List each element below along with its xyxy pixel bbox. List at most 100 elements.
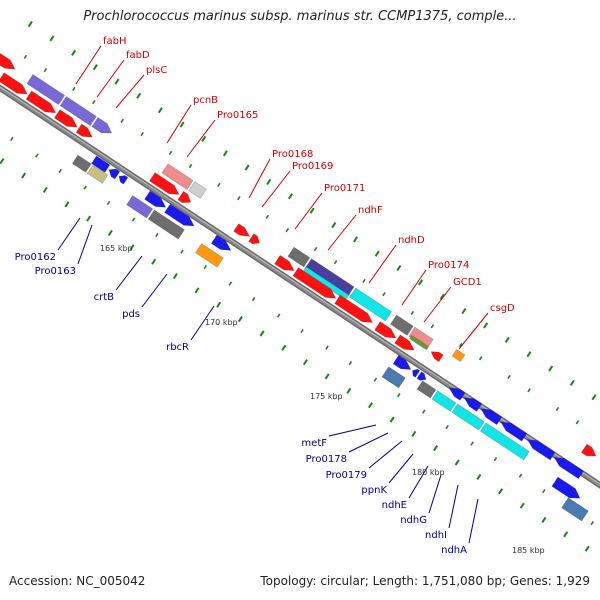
gene-label-ndhf[interactable]: ndhF	[358, 205, 383, 216]
gene-navy[interactable]	[304, 258, 355, 297]
gene-pds[interactable]	[147, 209, 185, 240]
gene-label-pro0174[interactable]: Pro0174	[428, 260, 469, 271]
gene-label-pds[interactable]: pds	[122, 309, 140, 320]
outer-tick-mark	[27, 21, 33, 28]
gene-label-pro0165[interactable]: Pro0165	[217, 110, 258, 121]
gene-pro0179[interactable]	[416, 380, 437, 399]
gene-red-fwd[interactable]	[177, 190, 192, 204]
gene-label-pro0178[interactable]: Pro0178	[306, 454, 347, 465]
gene-orange[interactable]	[451, 348, 466, 363]
gene-crtb[interactable]	[126, 195, 154, 219]
gene-pro0174[interactable]	[390, 314, 414, 336]
minor-tick-mark	[35, 153, 39, 158]
gene-ndhg[interactable]	[479, 422, 530, 461]
label-connector-pds	[141, 273, 168, 308]
gene-blue[interactable]	[527, 439, 556, 461]
gene-red-fwd[interactable]	[25, 90, 57, 114]
inner-tick-mark	[302, 359, 308, 366]
gene-blue[interactable]	[551, 476, 581, 499]
gene-red-fwd[interactable]	[149, 172, 180, 195]
gene-label-ndhe[interactable]: ndhE	[382, 500, 407, 511]
gene-label-pro0169[interactable]: Pro0169	[292, 161, 333, 172]
gene-pro0178[interactable]	[412, 368, 421, 378]
gene-blue[interactable]	[164, 203, 195, 227]
gene-red-fwd[interactable]	[54, 109, 78, 128]
gene-pcnb[interactable]	[161, 163, 194, 190]
gene-red-fwd[interactable]	[0, 72, 28, 95]
gene-label-ndha[interactable]: ndhA	[441, 545, 467, 556]
gene-red-fwd[interactable]	[394, 334, 415, 351]
gene-plsc[interactable]	[91, 117, 113, 134]
label-connector-crtb	[115, 255, 143, 291]
gene-blue[interactable]	[108, 168, 121, 180]
inner-tick-mark	[411, 430, 417, 437]
outer-tick-mark	[591, 394, 597, 401]
gene-label-metf[interactable]: metF	[301, 438, 327, 449]
gene-blue[interactable]	[210, 234, 232, 251]
minor-tick-mark	[575, 420, 580, 425]
gene-label-ndhg[interactable]: ndhG	[400, 515, 427, 526]
outer-tick-mark	[504, 336, 510, 343]
gene-rbcr[interactable]	[195, 243, 224, 268]
gene-ndhd[interactable]	[349, 287, 392, 322]
gene-label-csgd[interactable]: csgD	[490, 303, 515, 314]
gene-pro0165[interactable]	[188, 181, 207, 199]
minor-tick-mark	[362, 278, 366, 284]
gene-blue[interactable]	[118, 175, 129, 185]
gene-blue[interactable]	[416, 371, 427, 381]
gene-green[interactable]	[409, 335, 429, 351]
gene-ppnk[interactable]	[431, 390, 457, 412]
gene-ndha[interactable]	[500, 421, 528, 442]
inner-tick-mark	[194, 287, 200, 294]
gene-ndhe[interactable]	[451, 403, 485, 431]
gene-red-fwd[interactable]	[292, 267, 337, 299]
gene-red-fwd[interactable]	[75, 123, 93, 138]
gene-label-ndhd[interactable]: ndhD	[398, 235, 425, 246]
outer-tick-mark	[331, 221, 337, 229]
gene-red-fwd[interactable]	[334, 294, 373, 323]
gene-red-fwd[interactable]	[581, 443, 597, 457]
gene-red-fwd[interactable]	[274, 255, 295, 271]
inner-tick-mark	[151, 258, 157, 265]
gene-csgd[interactable]	[430, 351, 444, 363]
gene-pro0169[interactable]	[248, 233, 260, 245]
gene-blue[interactable]	[480, 408, 503, 425]
minor-tick-mark	[276, 313, 281, 318]
gene-pro0168[interactable]	[233, 223, 251, 237]
gene-label-pro0179[interactable]: Pro0179	[326, 470, 367, 481]
gene-blue[interactable]	[144, 190, 167, 208]
gene-pro0171[interactable]	[287, 246, 311, 268]
gene-red-fwd[interactable]	[0, 52, 16, 70]
gene-label-crtb[interactable]: crtB	[94, 292, 115, 303]
gene-label-rbcr[interactable]: rbcR	[166, 342, 189, 353]
minor-tick-mark	[285, 228, 290, 233]
gene-red-fwd[interactable]	[374, 321, 397, 339]
gene-pro0163[interactable]	[86, 164, 109, 184]
gene-pro0162[interactable]	[71, 154, 92, 173]
label-connector-pro0174	[401, 269, 427, 306]
gene-label-ndhi[interactable]: ndhI	[425, 530, 447, 541]
gene-label-gcd1[interactable]: GCD1	[453, 277, 482, 288]
gene-fabh[interactable]	[26, 74, 66, 106]
gene-gcd1[interactable]	[408, 326, 434, 349]
gene-label-fabd[interactable]: fabD	[126, 50, 150, 61]
gene-fabd[interactable]	[59, 96, 97, 126]
gene-label-pro0168[interactable]: Pro0168	[272, 149, 313, 160]
gene-label-pcnb[interactable]: pcnB	[193, 95, 218, 106]
minor-tick-mark	[445, 424, 449, 430]
label-connector-ndhd	[368, 244, 397, 284]
gene-label-fabh[interactable]: fabH	[103, 36, 127, 47]
gene-blue[interactable]	[463, 397, 483, 412]
gene-steel[interactable]	[561, 497, 589, 522]
gene-label-pro0162[interactable]: Pro0162	[15, 252, 56, 263]
gene-label-pro0163[interactable]: Pro0163	[35, 266, 76, 277]
gene-blue[interactable]	[392, 355, 412, 370]
gene-blue[interactable]	[91, 155, 111, 173]
gene-label-plsc[interactable]: plsC	[146, 65, 167, 76]
gene-blue[interactable]	[553, 456, 584, 480]
gene-label-pro0171[interactable]: Pro0171	[324, 183, 365, 194]
gene-metf[interactable]	[381, 366, 406, 389]
gene-ndhi[interactable]	[448, 387, 466, 401]
gene-label-ppnk[interactable]: ppnK	[361, 485, 387, 496]
